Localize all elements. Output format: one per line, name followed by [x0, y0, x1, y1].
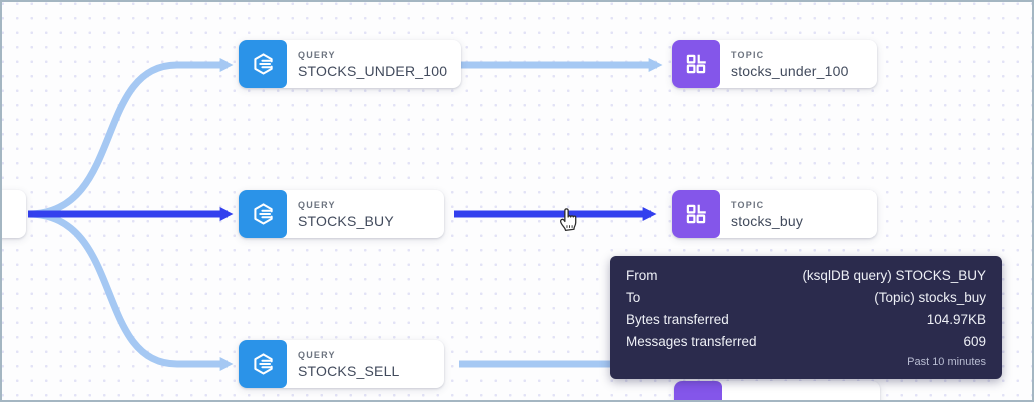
ksqldb-query-icon: [239, 40, 287, 88]
tooltip-messages-label: Messages transferred: [626, 334, 757, 349]
tooltip-from-label: From: [626, 268, 658, 283]
edge-upstream-to-stocks-sell[interactable]: [27, 210, 234, 371]
node-topic-stocks-under-100[interactable]: TOPIC stocks_under_100: [672, 40, 877, 88]
tooltip-from-value: (ksqlDB query) STOCKS_BUY: [802, 268, 986, 283]
node-topic-partial[interactable]: [674, 381, 880, 400]
ksqldb-query-icon: [239, 340, 287, 388]
node-query-stocks-sell[interactable]: QUERY STOCKS_SELL: [239, 340, 444, 388]
node-name: STOCKS_BUY: [298, 212, 394, 229]
node-name: STOCKS_SELL: [298, 362, 400, 379]
hand-cursor-icon: [560, 208, 577, 232]
node-type-label: QUERY: [298, 349, 336, 360]
kafka-topic-icon: [674, 381, 722, 400]
node-type-label: TOPIC: [731, 49, 765, 60]
edge-upstream-to-stocks-under-100[interactable]: [27, 58, 234, 218]
node-name: stocks_buy: [731, 212, 804, 229]
tooltip-to-value: (Topic) stocks_buy: [874, 290, 986, 305]
kafka-topic-icon: [672, 40, 720, 88]
node-topic-stocks-buy[interactable]: TOPIC stocks_buy: [672, 190, 877, 238]
node-upstream-partial[interactable]: [2, 190, 26, 238]
node-type-label: QUERY: [298, 199, 336, 210]
edge-metrics-tooltip: From (ksqlDB query) STOCKS_BUY To (Topic…: [610, 256, 1002, 379]
tooltip-messages-value: 609: [963, 334, 986, 349]
kafka-topic-icon: [672, 190, 720, 238]
node-query-stocks-buy[interactable]: QUERY STOCKS_BUY: [239, 190, 444, 238]
node-name: STOCKS_UNDER_100: [298, 62, 448, 79]
tooltip-bytes-label: Bytes transferred: [626, 312, 729, 327]
node-name: stocks_under_100: [731, 62, 849, 79]
tooltip-bytes-value: 104.97KB: [926, 312, 986, 327]
ksqldb-query-icon: [239, 190, 287, 238]
tooltip-time-range: Past 10 minutes: [907, 356, 986, 368]
node-type-label: TOPIC: [731, 199, 765, 210]
node-type-label: QUERY: [298, 49, 336, 60]
node-query-stocks-under-100[interactable]: QUERY STOCKS_UNDER_100: [239, 40, 462, 88]
tooltip-to-label: To: [626, 290, 641, 305]
